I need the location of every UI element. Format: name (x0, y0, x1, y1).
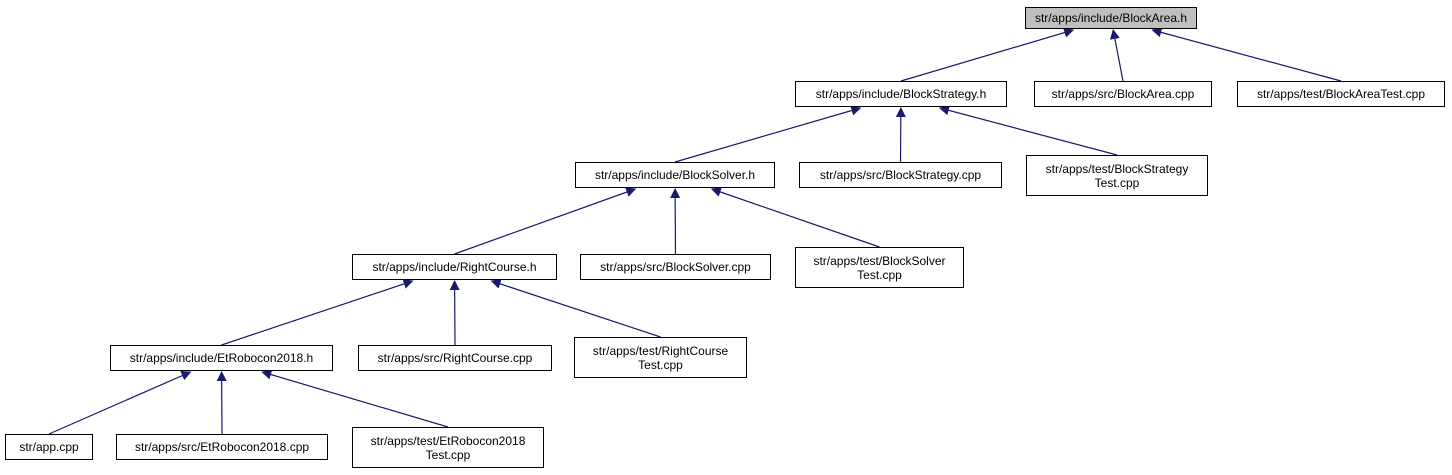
node-rightcourse-cpp[interactable]: str/apps/src/RightCourse.cpp (358, 345, 552, 371)
node-blockstrategytest-cpp[interactable]: str/apps/test/BlockStrategy Test.cpp (1026, 155, 1208, 196)
node-rightcoursetest-cpp[interactable]: str/apps/test/RightCourse Test.cpp (574, 337, 747, 378)
node-app-cpp[interactable]: str/app.cpp (5, 434, 93, 460)
edge-n0-n2 (1109, 29, 1124, 82)
edge-n4-n9 (710, 187, 880, 248)
edge-n0-n3 (1151, 27, 1342, 82)
node-label: str/apps/src/RightCourse.cpp (377, 351, 533, 365)
node-blockstrategy-h[interactable]: str/apps/include/BlockStrategy.h (795, 81, 1007, 107)
edge-n10-n15 (261, 369, 449, 428)
node-rightcourse-h[interactable]: str/apps/include/RightCourse.h (352, 254, 557, 280)
node-label: str/apps/test/BlockSolver Test.cpp (813, 253, 946, 282)
node-label: str/apps/test/EtRobocon2018 Test.cpp (370, 433, 526, 462)
node-blockareatest-cpp[interactable]: str/apps/test/BlockAreaTest.cpp (1237, 81, 1445, 107)
node-etrobocon2018-h[interactable]: str/apps/include/EtRobocon2018.h (110, 345, 333, 371)
node-blocksolver-h[interactable]: str/apps/include/BlockSolver.h (575, 162, 775, 188)
edge-n1-n4 (674, 105, 862, 163)
edge-n7-n10 (221, 279, 414, 346)
node-blockarea-cpp[interactable]: str/apps/src/BlockArea.cpp (1034, 81, 1212, 107)
node-label: str/apps/include/BlockSolver.h (594, 168, 756, 182)
node-blocksolver-cpp[interactable]: str/apps/src/BlockSolver.cpp (580, 254, 771, 280)
node-etrobocon2018-cpp[interactable]: str/apps/src/EtRobocon2018.cpp (116, 434, 328, 460)
node-label: str/apps/include/RightCourse.h (372, 260, 537, 274)
node-label: str/apps/test/BlockAreaTest.cpp (1256, 87, 1426, 101)
edge-n10-n13 (48, 371, 192, 435)
edge-n0-n1 (900, 27, 1075, 82)
node-etrobocon2018test-cpp[interactable]: str/apps/test/EtRobocon2018 Test.cpp (352, 427, 544, 468)
node-label: str/apps/include/BlockArea.h (1034, 11, 1188, 25)
node-blockstrategy-cpp[interactable]: str/apps/src/BlockStrategy.cpp (799, 162, 1002, 188)
edge-n7-n12 (490, 279, 661, 338)
node-label: str/apps/include/BlockStrategy.h (815, 87, 987, 101)
node-label: str/apps/src/BlockArea.cpp (1051, 87, 1195, 101)
node-label: str/apps/test/RightCourse Test.cpp (592, 343, 729, 372)
node-label: str/apps/test/BlockStrategy Test.cpp (1045, 161, 1189, 190)
node-label: str/apps/src/EtRobocon2018.cpp (134, 440, 310, 454)
edge-n4-n7 (454, 187, 637, 255)
node-label: str/apps/src/BlockStrategy.cpp (819, 168, 982, 182)
node-label: str/app.cpp (19, 440, 79, 454)
node-label: str/apps/include/EtRobocon2018.h (129, 351, 314, 365)
node-label: str/apps/src/BlockSolver.cpp (600, 260, 751, 274)
node-blockarea-h: str/apps/include/BlockArea.h (1025, 7, 1197, 29)
node-blocksolvertest-cpp[interactable]: str/apps/test/BlockSolver Test.cpp (795, 247, 964, 288)
edge-n1-n6 (938, 105, 1118, 156)
